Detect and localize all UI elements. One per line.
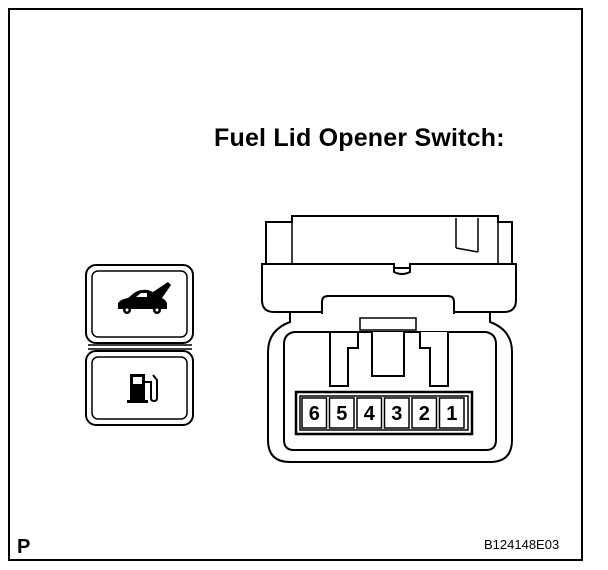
switch-assembly [85,264,194,426]
diagram-title: Fuel Lid Opener Switch: [214,124,505,152]
connector-pin-4: 4 [356,397,383,429]
connector-pin-label: 4 [364,403,376,425]
connector-pin-1: 1 [438,397,465,429]
trunk-lid-opener-button [85,264,194,344]
connector-pin-label: 6 [309,403,320,425]
connector-pin-label: 5 [336,403,347,425]
corner-mark: P [17,536,31,558]
connector-pin-label: 3 [391,403,402,425]
diagram-frame [8,8,583,561]
connector-pin-5: 5 [328,397,355,429]
connector-pin-label: 2 [419,403,430,425]
connector-pin-label: 1 [446,403,457,425]
fuel-lid-opener-button [85,350,194,426]
car-trunk-open-icon [118,282,171,314]
connector-pin-3: 3 [383,397,410,429]
connector-pin-2: 2 [411,397,438,429]
reference-code: B124148E03 [484,537,560,552]
fuel-pump-icon [127,374,158,403]
connector-pin-6: 6 [301,397,328,429]
